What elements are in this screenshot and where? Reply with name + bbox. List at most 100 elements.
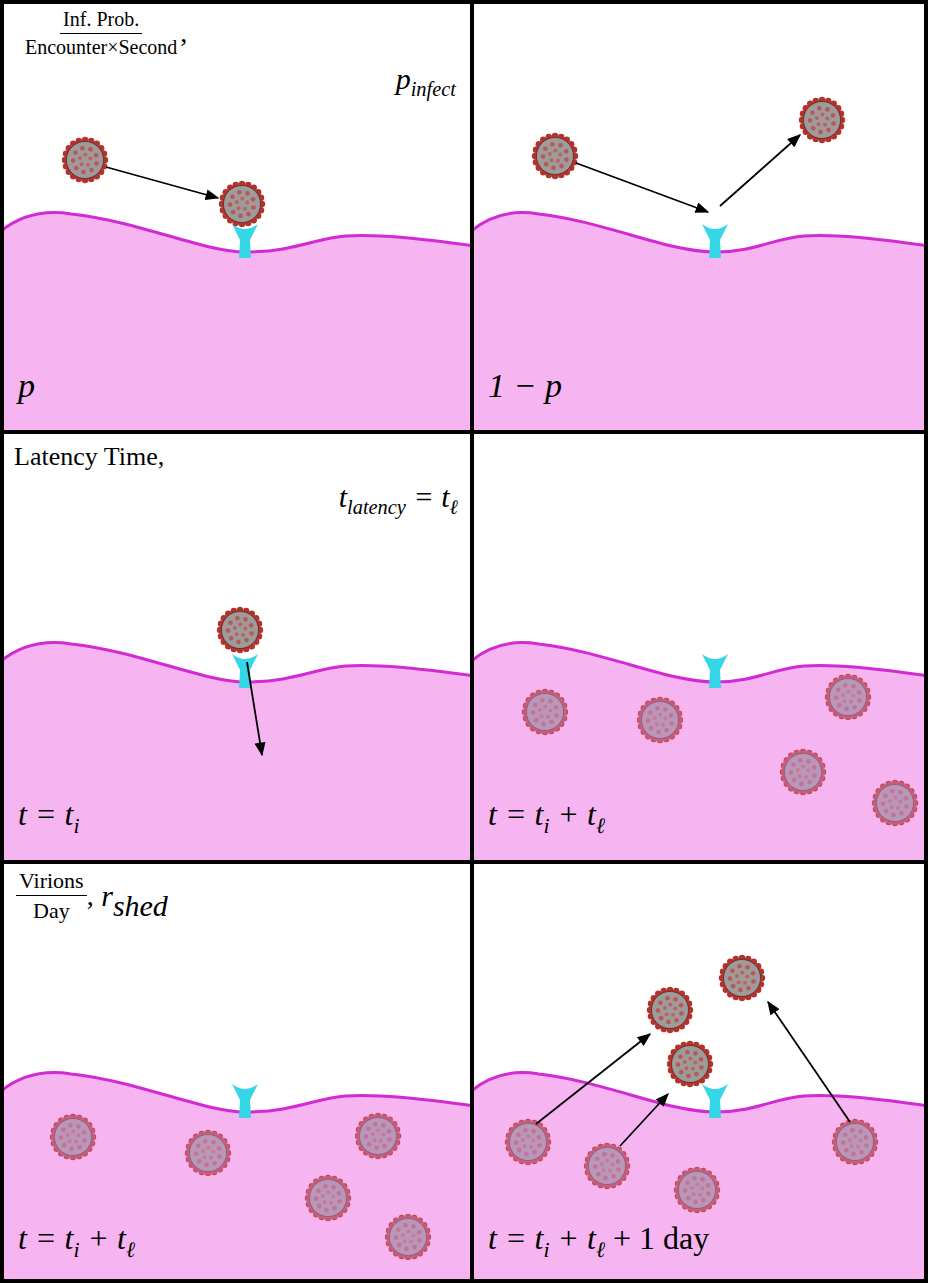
math-text: 1 − p [488, 366, 562, 405]
cell-tissue [0, 1073, 474, 1283]
math-text: r [101, 879, 113, 914]
motion-arrow [720, 135, 800, 206]
math-text: Inf. Prob. [60, 8, 142, 34]
panel-illustration [470, 643, 928, 864]
math-text: + t [557, 796, 595, 833]
virion [522, 689, 568, 735]
math-text: = t [413, 480, 449, 515]
virion [185, 1130, 231, 1176]
motion-arrow [576, 163, 708, 212]
cell-tissue [470, 1073, 928, 1283]
virion [872, 780, 918, 826]
virion [385, 1214, 431, 1260]
math-text: + t [557, 1220, 595, 1257]
cell-membrane [470, 213, 928, 252]
motion-arrow [247, 662, 262, 755]
panel-label: Inf. Prob.Encounter×Second, [22, 8, 187, 59]
subscript: i [543, 1238, 549, 1263]
virion [532, 133, 578, 179]
panel: t = ti + tℓ [470, 430, 928, 864]
virion [780, 749, 826, 795]
virion [584, 1143, 630, 1189]
panel-label: t = ti+ tℓ [18, 1220, 135, 1257]
receptor [702, 1084, 728, 1118]
motion-arrow [768, 1002, 850, 1122]
panel-illustration [470, 955, 928, 1283]
virion [62, 137, 108, 183]
virion [637, 697, 683, 743]
math-text: t = t [488, 1220, 543, 1257]
panel-label: t = ti [18, 796, 79, 833]
panel-illustration [0, 607, 474, 864]
panel: 1 − p [470, 0, 928, 434]
panel-label: tlatency= tℓ [339, 480, 458, 515]
subscript: ℓ [126, 1238, 135, 1263]
subscript: i [543, 814, 549, 839]
motion-arrow [106, 167, 218, 198]
receptor [232, 224, 258, 258]
virion [667, 1041, 713, 1087]
subscript: latency [347, 496, 406, 519]
subscript: ℓ [596, 814, 605, 839]
panel-label: t = ti+ tℓ [488, 796, 605, 833]
panel-label: 1 − p [488, 366, 562, 405]
cell-tissue [470, 643, 928, 864]
cell-tissue [470, 213, 928, 434]
panel-label: VirionsDay,rshed [16, 868, 168, 924]
math-text: Encounter×Second [22, 34, 180, 59]
virion [505, 1119, 551, 1165]
virion [217, 607, 263, 653]
math-text: Day [30, 896, 73, 923]
subscript: i [73, 814, 79, 839]
math-text: t [339, 480, 347, 515]
panel-illustration [0, 137, 474, 434]
virion [832, 1119, 878, 1165]
panel-illustration [470, 97, 928, 434]
subscript: shed [113, 889, 168, 924]
cell-tissue [0, 643, 474, 864]
math-text: t = t [18, 1220, 73, 1257]
panel: Latency Time,tlatency= tℓt = ti [0, 430, 474, 864]
receptor [232, 1084, 258, 1118]
subscript: infect [411, 78, 456, 101]
panel: VirionsDay,rshedt = ti+ tℓ [0, 860, 474, 1283]
virion [719, 955, 765, 1001]
panel-label: p [18, 366, 35, 405]
subscript: ℓ [596, 1238, 605, 1263]
receptor [232, 654, 258, 688]
math-text: , [180, 17, 187, 49]
math-text: p [396, 62, 411, 97]
math-text: p [18, 366, 35, 405]
panel-label: t = ti+ tℓ+ 1 day [488, 1220, 709, 1257]
math-text: t = t [488, 796, 543, 833]
receptor [702, 224, 728, 258]
math-text: , [87, 880, 94, 912]
motion-arrow [536, 1034, 650, 1124]
panel: Inf. Prob.Encounter×Second,pinfectp [0, 0, 474, 434]
math-text: Virions [16, 868, 87, 896]
math-text: + 1 day [613, 1220, 709, 1257]
panel-label: Latency Time, [14, 442, 164, 472]
virion [355, 1113, 401, 1159]
subscript: i [73, 1238, 79, 1263]
virion [305, 1175, 351, 1221]
virion [50, 1114, 96, 1160]
virion [674, 1167, 720, 1213]
virion [647, 987, 693, 1033]
panel-label: pinfect [396, 62, 456, 97]
receptor [702, 654, 728, 688]
virion [219, 181, 265, 227]
cell-tissue [0, 213, 474, 434]
virion [825, 674, 871, 720]
fraction: VirionsDay [16, 868, 87, 924]
panel: t = ti + tℓ + 1 day [470, 860, 928, 1283]
cell-membrane [470, 643, 928, 682]
panel-illustration [0, 1073, 474, 1283]
virion [799, 97, 845, 143]
math-text: Latency Time, [14, 442, 164, 472]
motion-arrow [620, 1094, 668, 1146]
math-text: + t [87, 1220, 125, 1257]
math-text: t = t [18, 796, 73, 833]
